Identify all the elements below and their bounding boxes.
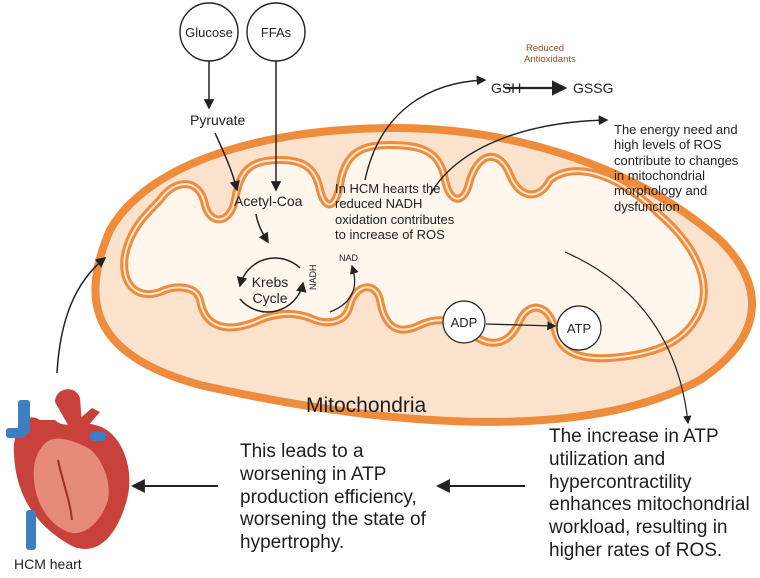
energy-need-line: The energy need and xyxy=(614,122,738,137)
arrow-nadh-energy-note xyxy=(429,115,609,196)
glucose-label: Glucose xyxy=(185,24,233,40)
krebs-label-line1: Krebs xyxy=(251,273,289,290)
arrow-mito-atp-utilization xyxy=(564,251,692,425)
atp-label: ATP xyxy=(566,320,592,336)
nadh-label: NADH xyxy=(308,264,318,290)
inner-membrane-highlight xyxy=(123,143,705,360)
nadh-oxidation-line: to increase of ROS xyxy=(335,226,445,242)
atp-efficiency-line: worsening in ATP xyxy=(240,463,387,485)
arrow-heart-mitochondrion xyxy=(56,257,107,374)
energy-need-line: dysfunction xyxy=(614,198,680,214)
atp-utilization-note: The increase in ATP utilization and hype… xyxy=(549,426,750,563)
gssg-label: GSSG xyxy=(573,80,614,96)
reduced-antioxidants-line1: Reduced xyxy=(526,43,565,54)
gsh-label: GSH xyxy=(491,80,522,96)
reduced-antioxidants-label: Reduced Antioxidants xyxy=(524,43,576,66)
atp-efficiency-note: This leads to a worsening in ATP product… xyxy=(240,441,426,555)
atp-circle xyxy=(556,305,602,351)
acetyl-coa-label: Acetyl-Coa xyxy=(234,193,303,209)
krebs-label-line2: Cycle xyxy=(252,290,288,306)
hcm-heart-label: HCM heart xyxy=(14,556,82,572)
adp-circle xyxy=(442,300,486,344)
atp-utilization-line: enhances mitochondrial xyxy=(549,494,750,516)
krebs-cycle-arc-top xyxy=(236,257,301,288)
nadh-oxidation-note: In HCM hearts the reduced NADH oxidation… xyxy=(335,181,454,242)
mitochondria-title: Mitochondria xyxy=(306,394,427,417)
atp-efficiency-line: hypertrophy. xyxy=(240,532,345,554)
reduced-antioxidants-line2: Antioxidants xyxy=(524,53,576,65)
atp-utilization-line: The increase in ATP xyxy=(549,426,719,447)
atp-efficiency-line: This leads to a xyxy=(240,441,364,462)
adp-label: ADP xyxy=(450,314,478,330)
arrow-adp-atp xyxy=(485,321,557,331)
atp-efficiency-line: worsening the state of xyxy=(240,509,426,531)
nadh-oxidation-line: oxidation contributes xyxy=(335,211,455,227)
energy-need-line: morphology and xyxy=(614,183,708,199)
arrow-pyruvate-acetylcoa xyxy=(214,132,240,192)
nadh-oxidation-line: reduced NADH xyxy=(335,196,423,212)
atp-utilization-line: higher rates of ROS. xyxy=(549,539,723,561)
energy-need-line: contribute to changes xyxy=(614,152,739,168)
energy-need-note: The energy need and high levels of ROS c… xyxy=(614,122,738,214)
energy-need-line: high levels of ROS xyxy=(614,137,722,153)
atp-utilization-line: hypercontractility xyxy=(549,471,692,493)
krebs-cycle-arc-bottom xyxy=(239,281,307,313)
ffas-label: FFAs xyxy=(260,24,292,40)
nadh-oxidation-line: In HCM hearts the xyxy=(335,181,441,196)
krebs-cycle-label: Krebs Cycle xyxy=(238,268,302,312)
energy-need-line: in mitochondrial xyxy=(614,167,706,183)
atp-utilization-line: utilization and xyxy=(549,448,666,470)
hcm-heart-icon xyxy=(6,389,130,550)
nad-label: NAD xyxy=(339,253,359,263)
atp-utilization-line: workload, resulting in xyxy=(549,517,728,539)
arrow-acetylcoa-krebs xyxy=(255,213,269,244)
arrow-ros-gsh xyxy=(364,75,487,181)
atp-efficiency-line: production efficiency, xyxy=(240,486,417,508)
arrow-nadh-nad xyxy=(329,264,359,313)
pyruvate-label: Pyruvate xyxy=(190,112,246,128)
